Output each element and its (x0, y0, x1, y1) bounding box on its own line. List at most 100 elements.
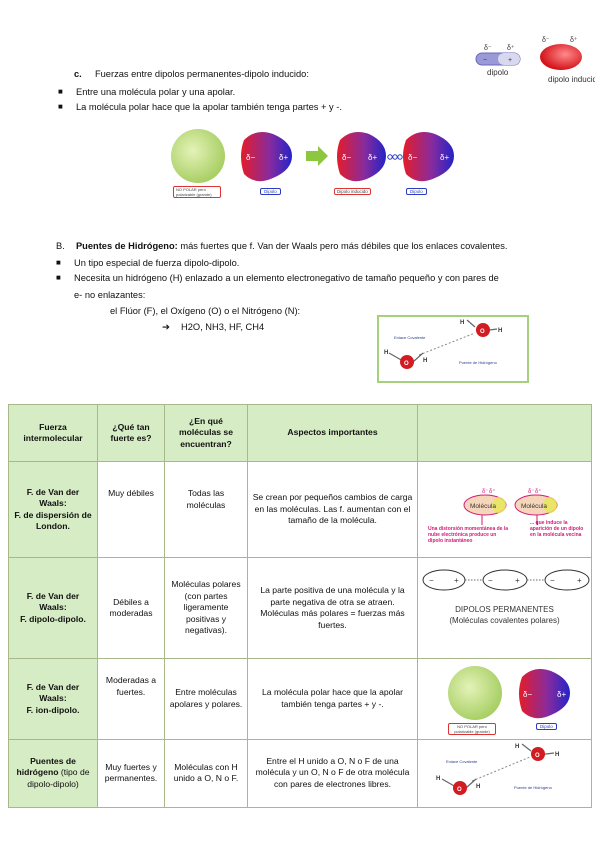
permanent-dipoles-illustration: − + − + − + (422, 569, 589, 591)
table-row: F. de Van der Waals: F. dipolo-dipolo. D… (8, 557, 592, 659)
aspects-cell: Se crean por pequeños cambios de carga e… (247, 461, 418, 558)
header-strength: ¿Qué tan fuerte es? (97, 404, 165, 462)
section-c-bullet: ■ Entre una molécula polar y una apolar. (58, 87, 236, 97)
delta-plus-label: δ⁺ (507, 45, 515, 52)
svg-text:H: H (476, 784, 480, 790)
ion-dipole-illustration: δ− δ+ (447, 666, 570, 720)
table-row: Puentes de hidrógeno (tipo de dipolo-dip… (8, 738, 592, 808)
dipolo-tag: Dipolo (406, 188, 427, 195)
where-cell: Moléculas polares (con partes ligerament… (164, 557, 248, 659)
section-b-marker: B. (56, 241, 65, 251)
examples-text: H2O, NH3, HF, CH4 (180, 322, 265, 332)
aspects-cell: Entre el H unido a O, N o F de una moléc… (247, 738, 418, 808)
svg-text:+: + (515, 576, 520, 585)
nonpolar-label: NO POLAR pero polarizable (grande) (448, 723, 496, 735)
svg-text:H: H (515, 744, 519, 750)
svg-text:O: O (480, 329, 485, 335)
svg-text:δ⁻: δ⁻ (482, 489, 489, 495)
svg-text:H: H (436, 776, 440, 782)
section-b-bullet-cont: e- no enlazantes: (74, 290, 146, 300)
ion-dipole-figure-cell: δ− δ+ NO POLAR pero polarizable (grande)… (417, 658, 592, 740)
section-b-bullet: ■ Un tipo especial de fuerza dipolo-dipo… (56, 258, 240, 268)
strength-cell: Muy fuertes y permanentes. (97, 738, 165, 808)
svg-text:H: H (555, 752, 559, 758)
svg-text:δ⁺: δ⁺ (535, 488, 542, 495)
dipolos-figure-cell: − + − + − + DIPOLOS PERMANENTES (Molécul… (417, 557, 592, 659)
examples-line: ➔ H2O, NH3, HF, CH4 (162, 321, 264, 333)
section-c-title: c. Fuerzas entre dipolos permanentes-dip… (74, 69, 309, 79)
svg-text:−: − (483, 57, 487, 64)
svg-text:δ+: δ+ (557, 690, 566, 699)
hbond-figure-cell: O H H O H H Enlace Covalente Puente de H… (417, 738, 592, 808)
svg-text:δ−: δ− (342, 153, 351, 162)
dipolo-tag: Dipolo (536, 723, 557, 730)
bullet-icon: ■ (56, 258, 61, 267)
aspects-cell: La parte positiva de una molécula y la p… (247, 557, 418, 659)
svg-text:−: − (488, 576, 493, 585)
svg-text:Puente de Hidrógeno: Puente de Hidrógeno (459, 360, 498, 365)
forces-table: Fuerza intermolecular ¿Qué tan fuerte es… (8, 404, 592, 808)
svg-text:δ⁺: δ⁺ (570, 37, 578, 44)
dipolos-subtitle: (Moléculas covalentes polares) (449, 616, 560, 625)
svg-text:+: + (577, 576, 582, 585)
dipolos-title: DIPOLOS PERMANENTES (455, 604, 554, 614)
bullet-icon: ■ (56, 273, 61, 282)
bullet-icon: ■ (58, 87, 63, 96)
svg-text:H: H (498, 328, 502, 334)
section-b-bullet: ■ Necesita un hidrógeno (H) enlazado a u… (56, 273, 499, 283)
header-where: ¿En qué moléculas se encuentran? (164, 404, 248, 462)
svg-text:O: O (535, 753, 540, 759)
svg-text:Puente de Hidrógeno: Puente de Hidrógeno (514, 785, 553, 790)
svg-text:−: − (550, 576, 555, 585)
svg-text:−: − (429, 576, 434, 585)
where-cell: Entre moléculas apolares y polares. (164, 658, 248, 740)
svg-text:H: H (384, 350, 388, 356)
strength-cell: Débiles a moderadas (97, 557, 165, 659)
dipolo-inducido-label: dipolo inducido (548, 75, 595, 84)
force-name-cell: Puentes de hidrógeno (tipo de dipolo-dip… (8, 738, 98, 808)
where-cell: Todas las moléculas (164, 461, 248, 558)
header-fuerza: Fuerza intermolecular (8, 404, 98, 462)
section-b-title: B. Puentes de Hidrógeno: más fuertes que… (56, 241, 507, 251)
svg-text:H: H (423, 358, 427, 364)
header-image (417, 404, 592, 462)
hbond-figure: O H H O H H Enlace Covalente Puente de H… (377, 315, 529, 383)
where-cell: Moléculas con H unido a O, N o F. (164, 738, 248, 808)
induced-dipole-figure: δ− δ+ δ− δ+ δ− δ+ NO POLAR pero polariza… (168, 126, 466, 206)
svg-text:+: + (454, 576, 459, 585)
strength-cell: Muy débiles (97, 461, 165, 558)
header-aspects: Aspectos importantes (247, 404, 418, 462)
hbond-table-illustration: O H H O H H Enlace Covalente Puente de H… (436, 743, 559, 796)
force-name-cell: F. de Van der Waals: F. ion-dipolo. (8, 658, 98, 740)
nonpolar-label: NO POLAR pero polarizable (grande) (173, 186, 221, 198)
svg-text:H: H (460, 320, 464, 326)
section-b-title-bold: Puentes de Hidrógeno: (75, 241, 178, 251)
svg-text:δ+: δ+ (440, 153, 449, 162)
dipole-figure: δ⁻ δ⁺ − + dipolo δ⁻ δ⁺ dipolo inducido (470, 32, 599, 90)
svg-text:Molécula: Molécula (521, 503, 547, 510)
aspects-cell: La molécula polar hace que la apolar tam… (247, 658, 418, 740)
section-c-marker: c. (74, 69, 82, 79)
table-row: F. de Van der Waals: F. de dispersión de… (8, 461, 592, 558)
london-figure-cell: δ⁻ δ⁺ Molécula δ⁻ δ⁺ Molécula Una distor… (417, 461, 592, 558)
svg-text:δ⁻: δ⁻ (528, 489, 535, 495)
elements-line: el Flúor (F), el Oxígeno (O) o el Nitróg… (110, 306, 301, 316)
svg-text:δ+: δ+ (368, 153, 377, 162)
table-row: F. de Van der Waals: F. ion-dipolo. Mode… (8, 658, 592, 740)
section-b-title-rest: más fuertes que f. Van der Waals pero má… (177, 241, 508, 251)
strength-cell: Moderadas a fuertes. (97, 658, 165, 740)
section-c-title-text: Fuerzas entre dipolos permanentes-dipolo… (94, 69, 309, 79)
arrow-right-icon (306, 146, 328, 166)
svg-text:O: O (404, 361, 409, 367)
hbond-illustration: O H H O H H Enlace Covalente Puente de H… (384, 319, 502, 369)
london-right-caption: ... que induce la aparición de un dipolo… (530, 520, 584, 539)
svg-text:δ+: δ+ (279, 153, 288, 162)
bullet-icon: ■ (58, 102, 63, 111)
svg-text:O: O (457, 787, 462, 793)
svg-text:δ−: δ− (523, 690, 532, 699)
table-header-row: Fuerza intermolecular ¿Qué tan fuerte es… (8, 404, 592, 462)
svg-text:Molécula: Molécula (470, 503, 496, 510)
dipolo-inducido-tag: Dipolo inducido (334, 188, 371, 195)
force-name-cell: F. de Van der Waals: F. de dispersión de… (8, 461, 98, 558)
delta-minus-label: δ⁻ (484, 45, 492, 52)
